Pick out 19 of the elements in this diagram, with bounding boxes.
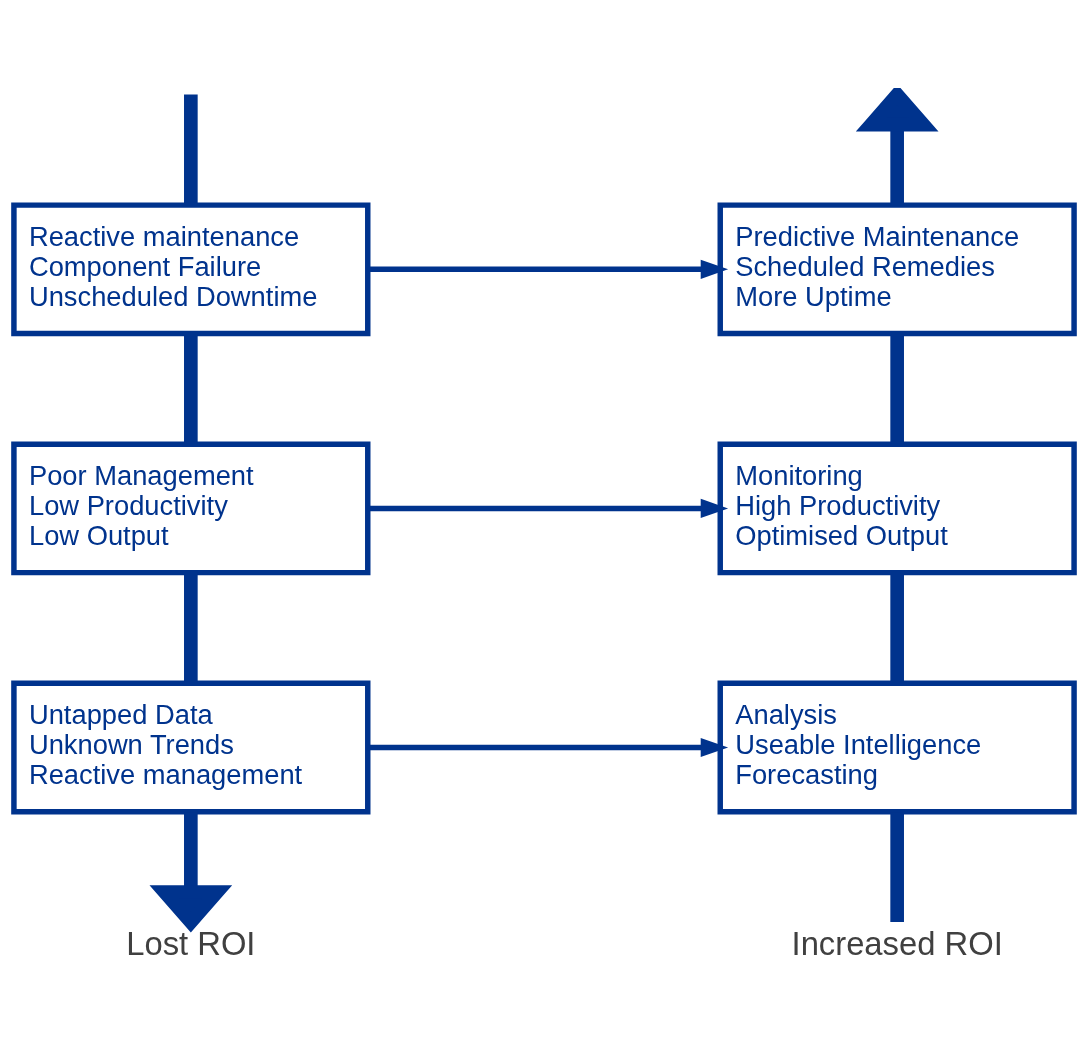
node-box: Predictive Maintenance Scheduled Remedies More Uptime — [717, 201, 1077, 336]
connector — [890, 572, 904, 683]
arrow — [367, 498, 729, 518]
node-box: Reactive maintenance Component Failure Unscheduled Downtime — [11, 201, 371, 336]
arrow — [367, 737, 729, 757]
connector — [184, 572, 198, 683]
node-box: Analysis Useable Intelligence Forecasting — [717, 680, 1077, 814]
node-box: Poor Management Low Productivity Low Output — [11, 440, 371, 575]
node-box: Monitoring High Productivity Optimised Output — [717, 440, 1077, 575]
arrow — [149, 811, 233, 932]
connector — [890, 811, 904, 922]
connector — [184, 333, 198, 444]
arrow — [367, 259, 729, 279]
arrow — [855, 87, 939, 205]
node-text: Increased ROI — [791, 924, 1003, 962]
node-text: Lost ROI — [126, 924, 256, 962]
connector — [890, 333, 904, 444]
node-box: Untapped Data Unknown Trends Reactive management — [11, 680, 371, 814]
connector — [184, 94, 198, 205]
